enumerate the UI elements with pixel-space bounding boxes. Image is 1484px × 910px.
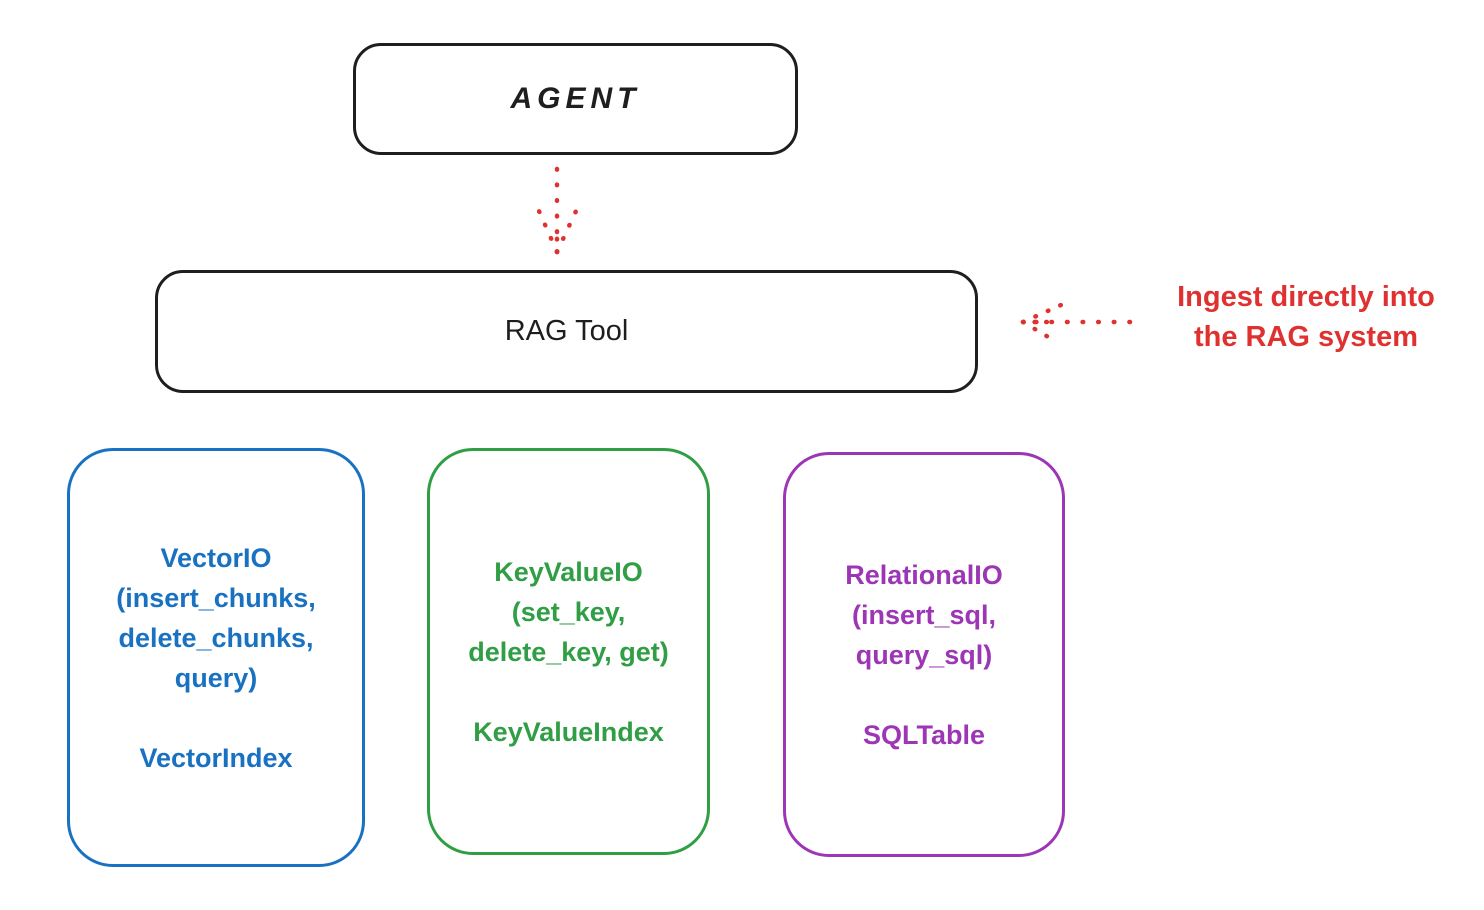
- arrowhead-upper-arm: [1020, 302, 1064, 325]
- ingest-annotation: Ingest directly into the RAG system: [1177, 281, 1435, 353]
- vector-io-box: VectorIO (insert_chunks, delete_chunks, …: [67, 448, 365, 867]
- arrowhead-right-arm: [554, 208, 579, 255]
- relational-io-methods: RelationalIO (insert_sql, query_sql): [845, 559, 1003, 670]
- key-value-index-label: KeyValueIndex: [473, 716, 664, 747]
- agent-label: AGENT: [510, 82, 641, 115]
- agent-to-ragtool-arrow: [536, 166, 579, 255]
- arrowhead-lower-arm: [1020, 319, 1058, 344]
- rag-tool-box: RAG Tool: [155, 270, 978, 393]
- agent-box: AGENT: [353, 43, 798, 155]
- rag-tool-label: RAG Tool: [504, 315, 629, 347]
- sql-table-label: SQLTable: [862, 719, 985, 750]
- vector-io-methods: VectorIO (insert_chunks, delete_chunks, …: [116, 542, 316, 693]
- vector-index-label: VectorIndex: [139, 742, 293, 773]
- arrowhead-left-arm: [536, 208, 560, 255]
- annotation-arrow: [1020, 302, 1133, 344]
- key-value-io-box: KeyValueIO (set_key, delete_key, get) Ke…: [427, 448, 710, 855]
- key-value-io-methods: KeyValueIO (set_key, delete_key, get): [468, 556, 669, 667]
- relational-io-box: RelationalIO (insert_sql, query_sql) SQL…: [783, 452, 1065, 857]
